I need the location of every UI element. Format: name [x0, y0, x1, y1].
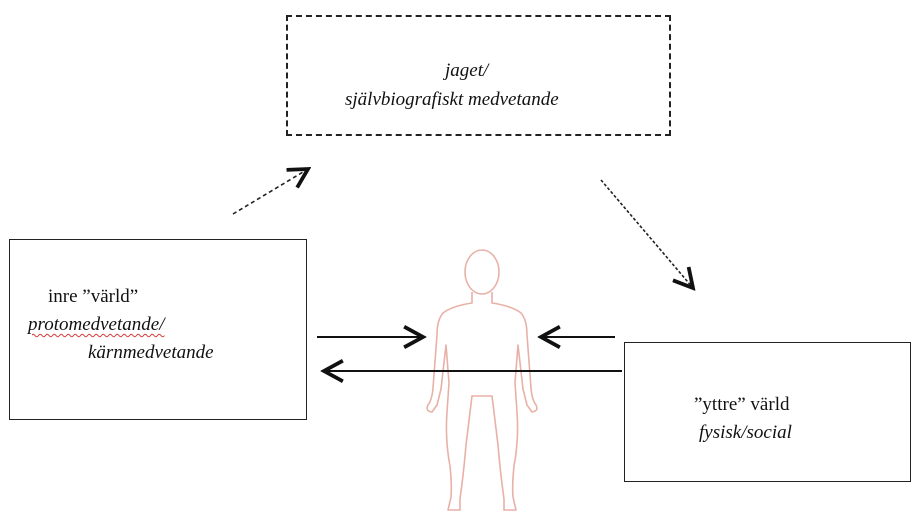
self-label-line2: självbiografiskt medvetande — [345, 89, 559, 110]
outer-world-box — [624, 342, 911, 482]
outer-world-title: ”yttre” värld — [694, 394, 790, 415]
protoconsciousness-label: protomedvetande/ — [28, 314, 165, 335]
self-label-line1: jaget/ — [445, 60, 489, 81]
arrow-down-to-outer-world — [600, 179, 693, 288]
arrow-up-to-self — [232, 169, 308, 215]
human-body-outline-icon — [426, 249, 538, 511]
inner-world-title: inre ”värld” — [48, 286, 139, 307]
physical-social-label: fysisk/social — [699, 422, 792, 443]
inner-world-box — [9, 239, 307, 420]
self-box — [286, 15, 671, 136]
core-consciousness-label: kärnmedvetande — [88, 342, 214, 363]
